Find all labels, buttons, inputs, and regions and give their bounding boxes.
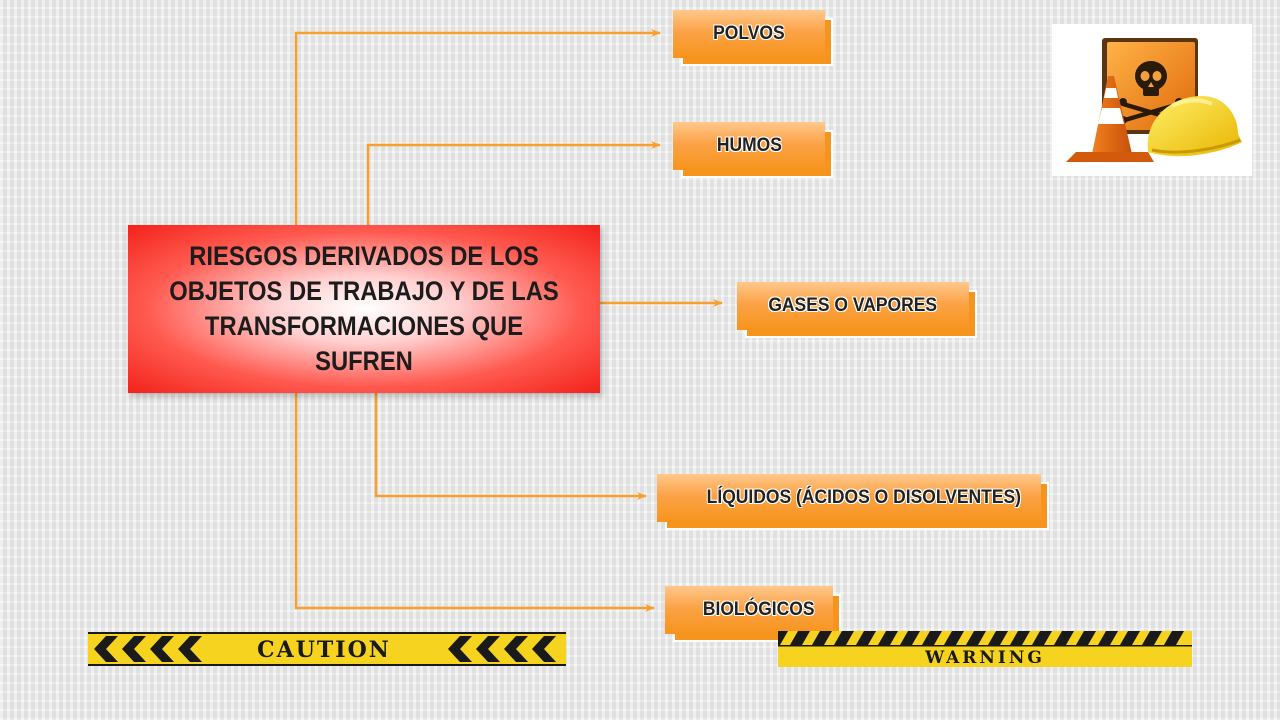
connector-liquidos: [374, 393, 647, 500]
tag-humos-label: HUMOS: [716, 135, 782, 156]
hazard-safety-icon: [1052, 24, 1252, 176]
warning-tape: WARNING: [778, 631, 1192, 667]
caution-tape: CAUTION: [88, 632, 566, 666]
warning-label: WARNING: [924, 648, 1045, 667]
tag-biologicos: BIOLÓGICOS: [665, 586, 841, 642]
tag-polvos-label: POLVOS: [713, 23, 785, 44]
main-topic-box: RIESGOS DERIVADOS DE LOS OBJETOS DE TRAB…: [128, 225, 600, 393]
tag-liquidos-label: LÍQUIDOS (ÁCIDOS O DISOLVENTES): [706, 487, 1022, 508]
tag-liquidos: LÍQUIDOS (ÁCIDOS O DISOLVENTES): [657, 474, 1049, 530]
connector-humos: [366, 141, 661, 225]
main-topic-title: RIESGOS DERIVADOS DE LOS OBJETOS DE TRAB…: [169, 241, 559, 376]
connector-polvos: [294, 29, 661, 225]
caution-label: CAUTION: [257, 637, 391, 663]
connector-biologicos: [294, 393, 655, 612]
tag-biologicos-label: BIOLÓGICOS: [703, 599, 815, 620]
tag-gases: GASES O VAPORES: [737, 282, 977, 338]
tag-humos: HUMOS: [673, 122, 833, 178]
tag-gases-label: GASES O VAPORES: [768, 295, 938, 316]
tag-polvos: POLVOS: [673, 10, 833, 66]
